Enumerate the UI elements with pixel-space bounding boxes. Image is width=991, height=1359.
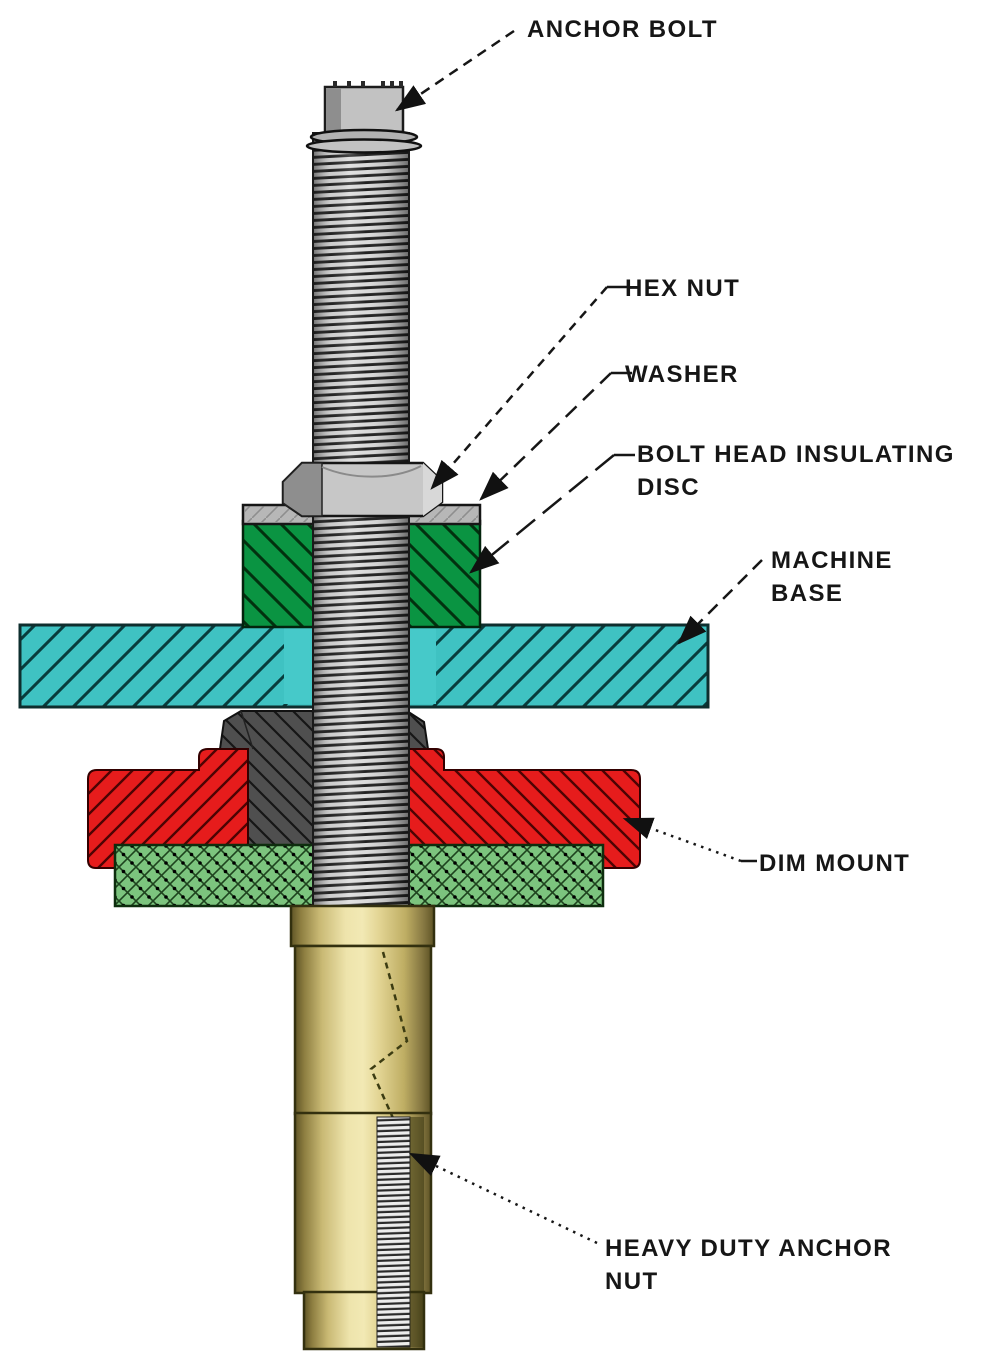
label-washer: WASHER — [625, 361, 739, 388]
bolt-head — [305, 81, 423, 154]
leader-anchor-bolt — [394, 29, 515, 112]
label-anchor-nut-line1: HEAVY DUTY ANCHOR — [605, 1235, 892, 1262]
leader-disc — [469, 454, 615, 574]
hex-nut-shape — [281, 461, 444, 518]
leader-hex-nut — [430, 286, 608, 490]
label-machine-base: MACHINE BASE — [771, 544, 893, 610]
label-anchor-nut: HEAVY DUTY ANCHOR NUT — [605, 1232, 892, 1298]
label-anchor-nut-line2: NUT — [605, 1268, 659, 1295]
label-machine-base-line1: MACHINE — [771, 547, 893, 574]
internal-thread — [376, 1116, 411, 1348]
label-dim-mount: DIM MOUNT — [759, 850, 911, 877]
dim-mount-body — [87, 748, 641, 869]
hidden-edge-line — [369, 951, 409, 1128]
leader-anchor-nut — [408, 1152, 598, 1245]
label-insulating-disc-line2: DISC — [637, 474, 700, 501]
leader-dim-mount — [622, 817, 742, 863]
label-anchor-bolt: ANCHOR BOLT — [527, 16, 718, 43]
label-machine-base-line2: BASE — [771, 580, 844, 607]
label-insulating-disc: BOLT HEAD INSULATING DISC — [637, 438, 955, 504]
label-hex-nut: HEX NUT — [625, 275, 741, 302]
anchor-sleeve — [289, 904, 436, 1351]
leader-lines — [394, 29, 763, 1245]
leader-washer — [479, 372, 612, 501]
label-insulating-disc-line1: BOLT HEAD INSULATING — [637, 441, 955, 468]
threaded-rod — [312, 132, 410, 910]
